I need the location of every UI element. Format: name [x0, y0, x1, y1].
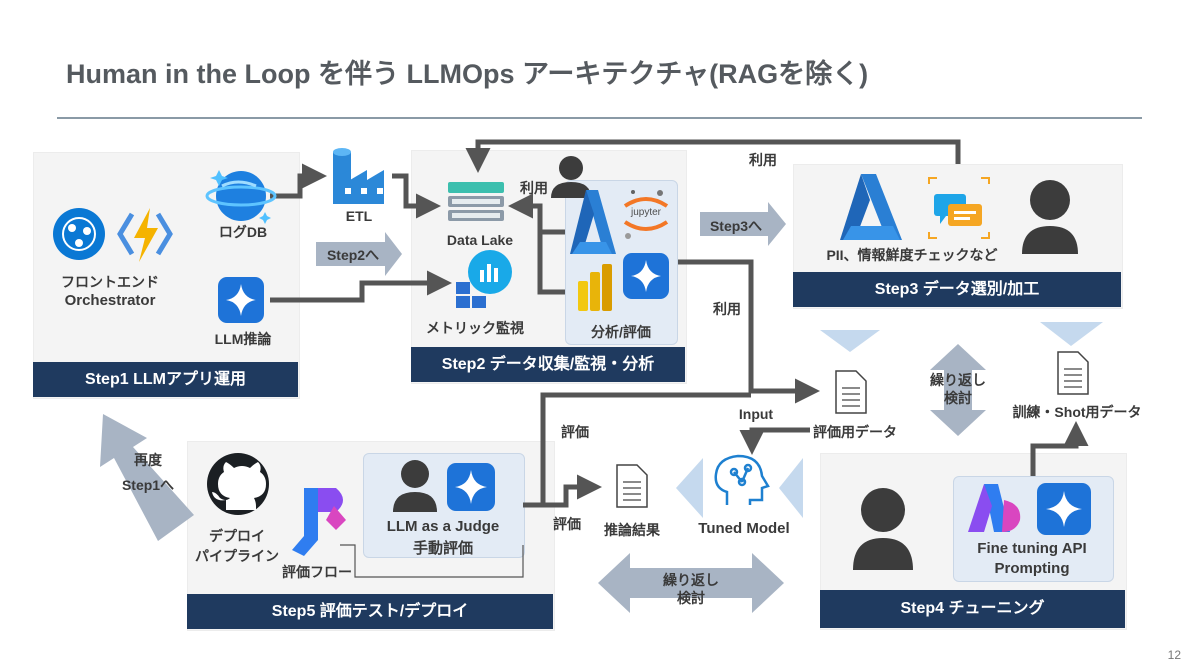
azure-ml-step3-icon: [840, 174, 902, 240]
judge-person-icon: [393, 460, 437, 512]
repeat-horizontal-label-2: 検討: [677, 590, 705, 606]
repeat-vertical-arrow: [930, 344, 986, 436]
step3-to-datalake-use-arrow: [465, 139, 961, 173]
back-to-step1-block-arrow: [100, 414, 194, 541]
back-to-step1-label-2: Step1へ: [121, 477, 175, 493]
eval-flow-label: 評価フロー: [282, 564, 352, 580]
data-lake-label: Data Lake: [446, 232, 514, 248]
judge-box: [363, 453, 525, 558]
jupyter-label: jupyter: [630, 207, 661, 218]
logdb-to-etl-arrow: [270, 163, 327, 199]
etl-factory-icon: [333, 148, 384, 204]
repeat-horizontal-label-1: 繰り返し: [663, 572, 719, 588]
evaldata-to-model-input-arrow: [739, 427, 810, 455]
orchestrator-label: Orchestrator: [64, 292, 156, 309]
eval-data-label: 評価用データ: [813, 424, 897, 440]
openai-analysis-icon: [623, 253, 669, 299]
page-title: Human in the Loop を伴う LLMOps アーキテクチャ(RAG…: [66, 59, 869, 89]
judge-to-evaldata-arrow: [540, 392, 751, 505]
metrics-label: メトリック監視: [426, 320, 524, 336]
chevron-left-2: [779, 458, 803, 518]
github-icon: [207, 453, 269, 515]
to-step2-label: Step2へ: [326, 247, 380, 263]
content-check-icon: [928, 177, 990, 239]
chevron-left-1: [676, 458, 703, 518]
orchestrator-icon: [117, 208, 173, 262]
to-step2-block-arrow: [316, 232, 402, 276]
logdb-label: ログDB: [218, 224, 268, 240]
fine-tuning-label: Fine tuning API: [977, 540, 1087, 557]
step5-bar: Step5 評価テスト/デプロイ: [187, 594, 553, 629]
use-mid-label: 利用: [713, 301, 741, 317]
engineer-person-icon: [853, 488, 913, 570]
repeat-vertical-label-1: 繰り返し: [930, 372, 986, 388]
judge-to-result-arrow: [523, 474, 602, 508]
llm-inference-label: LLM推論: [214, 331, 272, 347]
analysis-label: 分析/評価: [591, 324, 651, 340]
train-data-label: 訓練・Shot用データ: [1012, 404, 1142, 420]
input-label: Input: [738, 406, 774, 422]
use-top-label: 利用: [749, 152, 777, 168]
etl-label: ETL: [345, 208, 373, 224]
frontend-label: フロントエンド: [61, 274, 159, 290]
prompting-label: Prompting: [994, 560, 1070, 577]
to-step3-block-arrow: [700, 202, 786, 246]
inference-result-label: 推論結果: [604, 522, 660, 538]
data-lake-icon: [448, 182, 504, 221]
openai-judge-icon: [447, 463, 495, 511]
analysis-to-datalake-arrow-2: [537, 232, 565, 295]
powerbi-icon: [578, 264, 612, 311]
use-label-step2: 利用: [520, 180, 548, 196]
chevron-down-right: [1040, 322, 1103, 346]
page-number: 12: [1167, 648, 1181, 662]
checks-label: PII、情報鮮度チェックなど: [826, 247, 998, 263]
repeat-horizontal-arrow: [598, 553, 784, 613]
llm-to-metrics-arrow: [270, 270, 452, 303]
title-divider: [57, 117, 1142, 119]
back-to-step1-label-1: 再度: [134, 452, 162, 468]
tuned-model-brain-icon: [714, 454, 770, 505]
repeat-vertical-label-2: 検討: [944, 390, 972, 406]
finetune-to-traindata-arrow: [1030, 421, 1089, 476]
deploy-pipeline-label-1: デプロイ: [209, 528, 265, 544]
evalflow-to-judge-connector: [340, 544, 524, 578]
manual-eval-label: 手動評価: [412, 540, 473, 557]
llm-judge-label: LLM as a Judge: [386, 518, 500, 535]
step1-bar: Step1 LLMアプリ運用: [33, 362, 298, 397]
step4-bar: Step4 チューニング: [820, 590, 1125, 628]
inference-result-doc-icon: [616, 464, 648, 508]
openai-finetune-icon: [1037, 483, 1091, 535]
jupyter-icon: [623, 190, 669, 239]
logdb-icon: [205, 170, 277, 224]
prompt-flow-icon: [292, 488, 346, 556]
to-step3-label: Step3へ: [709, 218, 763, 234]
train-data-doc-icon: [1057, 351, 1089, 395]
deploy-pipeline-label-2: パイプライン: [195, 548, 279, 564]
analysis-to-evaldata-arrow: [678, 259, 820, 404]
evaluation-label-2: 評価: [553, 516, 581, 532]
eval-data-doc-icon: [835, 370, 867, 414]
ai-studio-icon: [968, 484, 1021, 532]
step2-bar: Step2 データ収集/監視・分析: [411, 347, 685, 382]
azure-ml-icon: [570, 190, 616, 254]
analyst-person-icon: [551, 156, 591, 198]
metrics-monitor-icon: [456, 250, 512, 308]
frontend-icon: [53, 208, 105, 260]
chevron-down-left: [820, 330, 880, 352]
llm-inference-icon: [218, 277, 264, 323]
evaluation-label-1: 評価: [561, 424, 589, 440]
etl-to-datalake-arrow: [392, 173, 441, 219]
tuned-model-label: Tuned Model: [698, 520, 790, 537]
reviewer-person-icon: [1022, 180, 1078, 254]
analysis-to-datalake-arrow: [508, 193, 565, 235]
step3-bar: Step3 データ選別/加工: [793, 272, 1121, 307]
